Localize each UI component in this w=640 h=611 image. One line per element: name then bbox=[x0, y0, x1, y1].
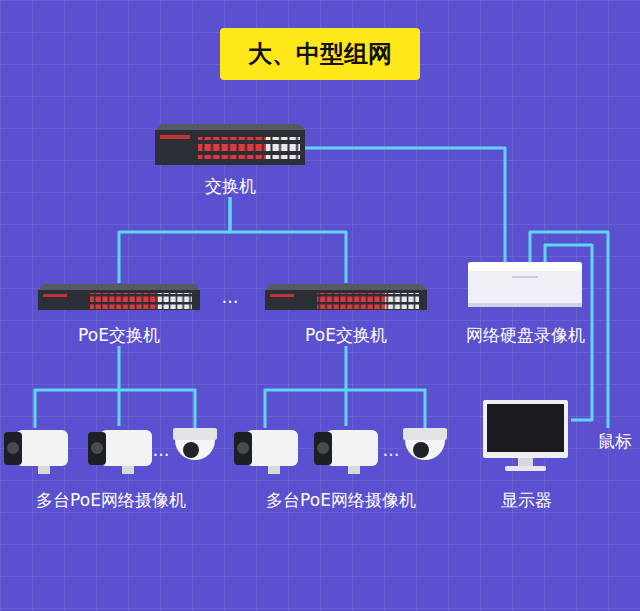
dome-base bbox=[403, 428, 447, 440]
switch-body bbox=[155, 130, 305, 165]
poe-switch-logo bbox=[43, 294, 67, 297]
device-label: 鼠标 bbox=[598, 430, 632, 452]
monitor-device bbox=[483, 400, 568, 471]
camera-lens bbox=[91, 442, 103, 454]
device-node: PoE交换机 bbox=[38, 283, 200, 346]
camera-front bbox=[234, 432, 252, 465]
camera-mount bbox=[38, 466, 50, 474]
camera-mount bbox=[268, 466, 280, 474]
poe-switch-ports bbox=[385, 293, 419, 309]
camera-mount bbox=[122, 466, 134, 474]
camera-front bbox=[4, 432, 22, 465]
title-box: 大、中型组网 bbox=[220, 28, 420, 80]
dome-camera bbox=[173, 428, 217, 460]
monitor-frame bbox=[483, 400, 568, 458]
device-node: 交换机 bbox=[155, 124, 305, 197]
poe-switch-ports bbox=[158, 293, 192, 309]
dome-camera bbox=[403, 428, 447, 460]
bullet-camera bbox=[4, 430, 68, 474]
monitor-screen bbox=[487, 404, 564, 452]
dome-base bbox=[173, 428, 217, 440]
poe-switch-top bbox=[38, 284, 200, 290]
poe-switch-device bbox=[265, 284, 427, 310]
poe-switch-ports bbox=[90, 293, 158, 309]
network-cable bbox=[119, 197, 230, 283]
ellipsis-label: … bbox=[383, 440, 400, 460]
device-label: 显示器 bbox=[501, 489, 552, 511]
device-node: 多台PoE网络摄像机 bbox=[229, 426, 453, 511]
camera-front bbox=[88, 432, 106, 465]
bullet-camera bbox=[314, 430, 378, 474]
nvr-device bbox=[468, 262, 582, 307]
bullet-camera bbox=[234, 430, 298, 474]
wire bbox=[35, 390, 195, 428]
bullet-camera bbox=[88, 430, 152, 474]
camera-lens bbox=[237, 442, 249, 454]
switch-device bbox=[155, 124, 305, 165]
monitor-base bbox=[505, 466, 546, 471]
device-node: 鼠标 bbox=[594, 428, 636, 452]
camera-lens bbox=[317, 442, 329, 454]
device-label: PoE交换机 bbox=[78, 324, 160, 346]
device-label: 多台PoE网络摄像机 bbox=[266, 489, 416, 511]
poe-switch-ports bbox=[317, 293, 385, 309]
poe-switch-body bbox=[265, 290, 427, 310]
device-node: PoE交换机 bbox=[265, 283, 427, 346]
ellipsis-label: … bbox=[153, 440, 170, 460]
camera-body bbox=[246, 430, 298, 466]
device-node: 网络硬盘录像机 bbox=[462, 262, 589, 346]
dome-lens bbox=[413, 442, 429, 458]
ellipsis-label: … bbox=[222, 287, 239, 307]
poe-switch-logo bbox=[270, 294, 294, 297]
camera-body bbox=[100, 430, 152, 466]
device-label: 交换机 bbox=[205, 175, 256, 197]
switch-top bbox=[155, 124, 305, 130]
camera-front bbox=[314, 432, 332, 465]
device-node: 多台PoE网络摄像机 bbox=[3, 426, 219, 511]
monitor-neck bbox=[518, 458, 533, 466]
camera-mount bbox=[348, 466, 360, 474]
nvr-base bbox=[468, 303, 582, 307]
camera-lens bbox=[7, 442, 19, 454]
device-label: PoE交换机 bbox=[305, 324, 387, 346]
device-label: 多台PoE网络摄像机 bbox=[36, 489, 186, 511]
camera-body bbox=[326, 430, 378, 466]
dome-shell bbox=[175, 440, 215, 460]
dome-shell bbox=[405, 440, 445, 460]
network-cable bbox=[305, 148, 505, 262]
nvr-body bbox=[468, 262, 582, 307]
nvr-top bbox=[468, 262, 582, 271]
network-cable bbox=[230, 197, 346, 283]
switch-ports bbox=[198, 137, 266, 159]
poe-switch-top bbox=[265, 284, 427, 290]
camera-body bbox=[16, 430, 68, 466]
network-cable bbox=[118, 346, 121, 426]
dome-lens bbox=[183, 442, 199, 458]
device-node: 显示器 bbox=[481, 400, 571, 511]
switch-ports bbox=[266, 137, 300, 159]
nvr-logo bbox=[512, 276, 538, 278]
switch-logo bbox=[160, 135, 190, 139]
camera-wires bbox=[35, 390, 425, 428]
poe-switch-device bbox=[38, 284, 200, 310]
network-cable bbox=[345, 346, 348, 426]
device-label: 网络硬盘录像机 bbox=[466, 324, 585, 346]
poe-switch-body bbox=[38, 290, 200, 310]
